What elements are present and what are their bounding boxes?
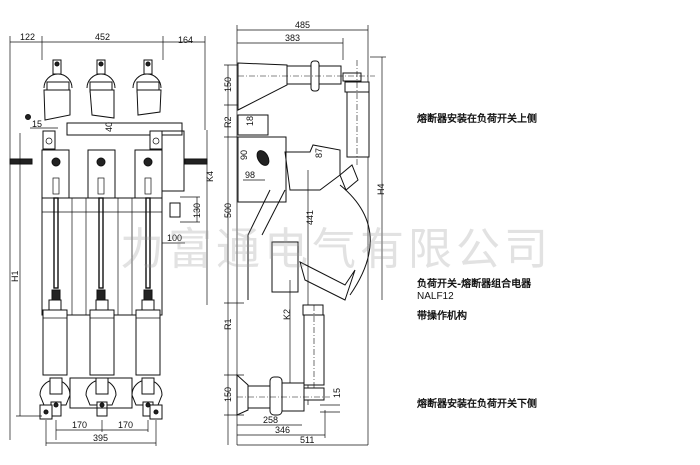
handle-bracket <box>271 241 299 293</box>
dim-346: 346 <box>275 425 290 435</box>
dim-15: 15 <box>32 119 42 129</box>
dim-383: 383 <box>285 33 300 43</box>
switch-units <box>41 149 163 199</box>
dim-side-15: 15 <box>332 388 342 398</box>
dim-452: 452 <box>95 32 110 42</box>
dim-122: 122 <box>20 32 35 42</box>
dim-395: 395 <box>93 433 108 443</box>
bracket-right <box>149 130 163 150</box>
top-insulators <box>43 59 162 121</box>
vertical-dimension-stack: 150 R2 500 R1 150 <box>223 64 244 445</box>
note-fuse-bottom: 熔断器安装在负荷开关下侧 <box>417 399 537 410</box>
dim-170-right: 170 <box>118 420 133 430</box>
operating-handle <box>299 261 356 301</box>
side-bottom-insulator <box>236 373 249 416</box>
dim-18: 18 <box>245 116 255 126</box>
side-view: 485 383 H4 18 90 98 87 <box>236 20 386 446</box>
fuse-2 <box>89 309 115 376</box>
dim-500: 500 <box>223 203 233 218</box>
note-fuse-top: 熔断器安装在负荷开关上侧 <box>417 114 537 125</box>
dim-441: 441 <box>305 210 315 225</box>
right-shaft <box>184 158 208 165</box>
front-view: 122 452 164 <box>9 32 215 446</box>
top-insulator-3 <box>132 59 162 116</box>
top-frame <box>66 122 183 136</box>
fuse-3 <box>135 309 161 376</box>
dim-485: 485 <box>295 20 310 30</box>
top-insulator-1 <box>43 59 73 121</box>
label-r1: R1 <box>223 318 233 330</box>
label-k4: K4 <box>205 171 215 182</box>
bottom-insulators <box>39 377 163 420</box>
dim-130: 130 <box>192 203 202 218</box>
fuses <box>42 299 161 376</box>
side-top-insulator <box>237 62 288 111</box>
mechanism-housing <box>284 144 341 191</box>
swing-arc <box>339 184 371 296</box>
dim-top-150: 150 <box>223 77 233 92</box>
side-box <box>161 130 185 192</box>
left-shaft <box>9 158 33 165</box>
side-fuse-top <box>346 91 370 158</box>
label-h1: H1 <box>10 270 20 282</box>
dim-511: 511 <box>300 435 314 445</box>
model-number: NALF12 <box>417 291 454 302</box>
bracket-left <box>42 130 56 150</box>
drawing-title: 负荷开关-熔断器组合电器 <box>417 279 532 290</box>
dim-170-left: 170 <box>72 420 87 430</box>
label-k2: K2 <box>282 309 292 320</box>
watermark: 力富通电气有限公司 <box>120 224 552 275</box>
dim-90: 90 <box>239 150 249 160</box>
marker-dot <box>25 114 31 120</box>
label-h4: H4 <box>376 183 386 195</box>
mechanism-top <box>237 114 269 136</box>
top-insulator-2 <box>86 59 116 119</box>
dim-bottom-150: 150 <box>223 387 233 402</box>
dim-40: 40 <box>104 122 114 132</box>
dim-100: 100 <box>167 233 182 243</box>
actuator-box <box>169 202 181 218</box>
label-r2: R2 <box>223 116 233 128</box>
dim-258: 258 <box>263 415 278 425</box>
dim-87: 87 <box>314 148 324 158</box>
dim-164: 164 <box>178 35 193 45</box>
drawing-subtitle: 带操作机构 <box>417 311 467 322</box>
dim-98: 98 <box>245 170 255 180</box>
gear-hub <box>256 150 270 166</box>
fuse-1 <box>42 309 68 376</box>
